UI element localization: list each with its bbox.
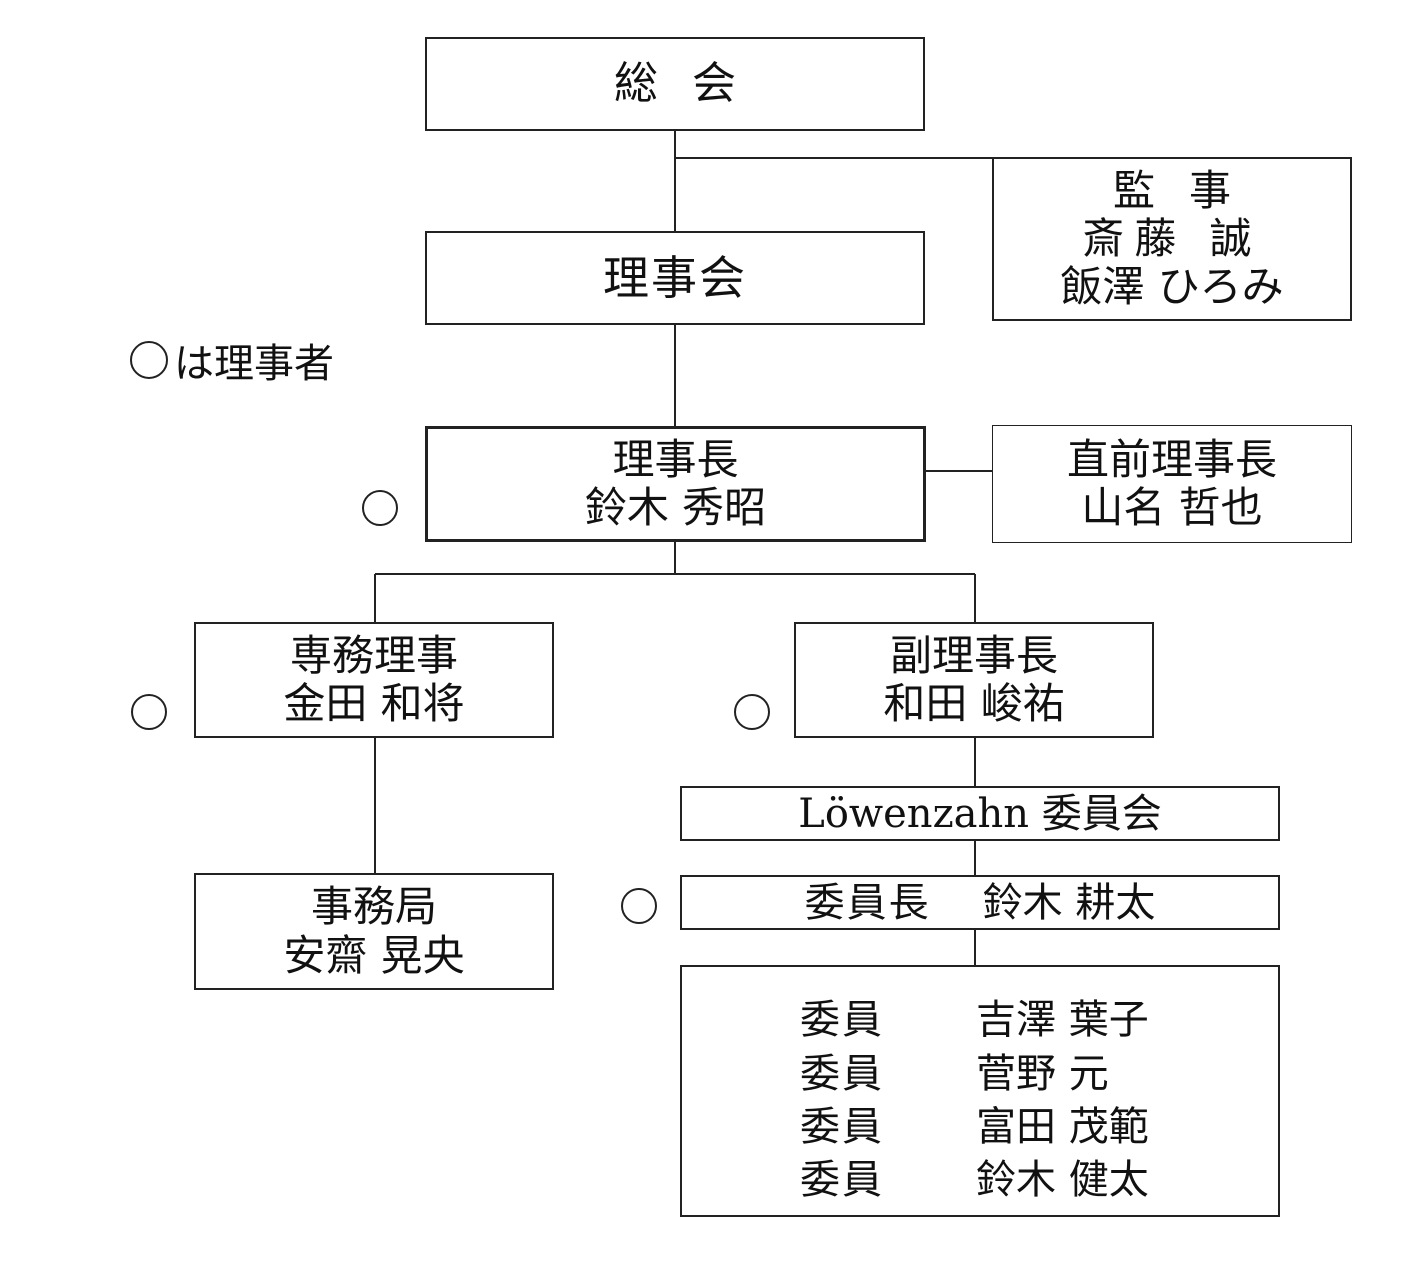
managing-director-box: 専務理事 金田 和将 (194, 622, 554, 738)
member-name: 菅野 元 (976, 1051, 1109, 1097)
committee-chair-role: 委員長 (804, 879, 931, 926)
vice-chairman-marker-icon (734, 694, 770, 730)
member-role: 委員 (800, 1104, 884, 1150)
member-name: 鈴木 健太 (976, 1157, 1149, 1203)
member-role: 委員 (800, 1157, 884, 1203)
former-chairman-title: 直前理事長 (1066, 434, 1277, 484)
director-legend: は理事者 (130, 338, 334, 387)
former-chairman-name: 山名 哲也 (1081, 483, 1263, 532)
former-chairman-box: 直前理事長 山名 哲也 (992, 425, 1352, 543)
committee-chair-box: 委員長 鈴木 耕太 (680, 875, 1280, 930)
chairman-box: 理事長 鈴木 秀昭 (425, 426, 926, 542)
committee-chair-marker-icon (621, 888, 657, 924)
general-assembly-label: 総会 (614, 57, 770, 109)
vice-chairman-box: 副理事長 和田 峻祐 (794, 622, 1154, 738)
board-box: 理事会 (425, 231, 925, 325)
chairman-name: 鈴木 秀昭 (584, 483, 767, 532)
auditors-box: 監事 斎藤 誠 飯澤 ひろみ (992, 157, 1352, 321)
auditors-title: 監事 (1112, 165, 1265, 215)
secretariat-title: 事務局 (310, 882, 437, 932)
auditor-member-1: 斎藤 誠 (1082, 213, 1262, 263)
managing-director-marker-icon (131, 694, 167, 730)
secretariat-box: 事務局 安齋 晃央 (194, 873, 554, 990)
chairman-director-marker-icon (362, 490, 398, 526)
member-role: 委員 (800, 1051, 884, 1097)
committee-chair-name: 鈴木 耕太 (982, 879, 1156, 926)
list-item: 委員 菅野 元 (682, 1041, 1278, 1097)
managing-director-title: 専務理事 (289, 630, 458, 680)
vice-chairman-name: 和田 峻祐 (883, 679, 1065, 728)
legend-circle-icon (130, 341, 168, 379)
vice-chairman-title: 副理事長 (889, 630, 1058, 680)
general-assembly-box: 総会 (425, 37, 925, 131)
member-name: 吉澤 葉子 (976, 997, 1149, 1043)
committee-box: Löwenzahn 委員会 (680, 786, 1280, 841)
board-label: 理事会 (603, 250, 747, 305)
member-name: 富田 茂範 (976, 1104, 1149, 1150)
list-item: 委員 鈴木 健太 (682, 1147, 1278, 1203)
managing-director-name: 金田 和将 (283, 679, 465, 728)
auditor-member-2: 飯澤 ひろみ (1060, 262, 1284, 312)
secretariat-name: 安齋 晃央 (283, 930, 465, 980)
list-item: 委員 富田 茂範 (682, 1094, 1278, 1150)
committee-members-box: 委員 吉澤 葉子 委員 菅野 元 委員 富田 茂範 委員 鈴木 健太 (680, 965, 1280, 1217)
chairman-title: 理事長 (612, 434, 739, 484)
list-item: 委員 吉澤 葉子 (682, 987, 1278, 1043)
committee-name: Löwenzahn 委員会 (798, 790, 1162, 837)
legend-text: は理事者 (174, 341, 334, 387)
member-role: 委員 (800, 997, 884, 1043)
